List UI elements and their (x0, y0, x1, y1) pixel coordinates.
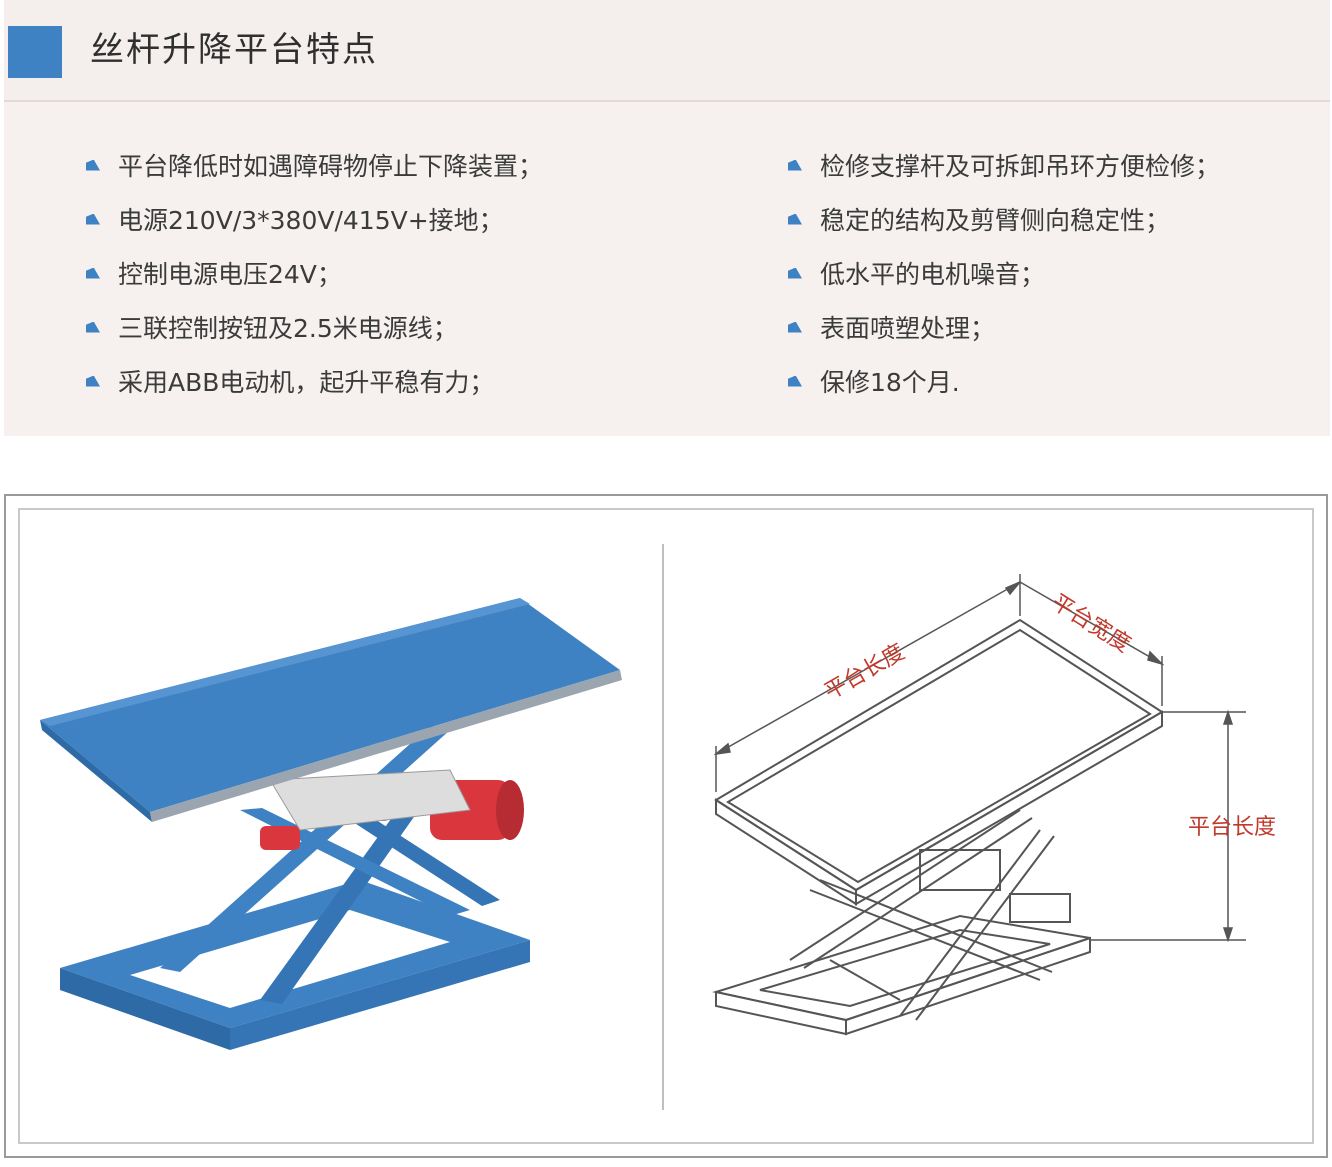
feature-item: 三联控制按钮及2.5米电源线； (86, 300, 543, 354)
bullet-icon (788, 321, 802, 333)
bullet-icon (86, 159, 100, 171)
bullet-icon (86, 375, 100, 387)
features-panel: 平台降低时如遇障碍物停止下降装置； 电源210V/3*380V/415V+接地；… (4, 102, 1330, 436)
header-accent-square (8, 26, 62, 78)
bullet-icon (788, 213, 802, 225)
bullet-icon (86, 267, 100, 279)
platform-length-label: 平台长度 (821, 640, 910, 706)
feature-item: 采用ABB电动机，起升平稳有力； (86, 354, 543, 408)
illustration-divider (662, 544, 664, 1110)
bullet-icon (788, 159, 802, 171)
bullet-icon (788, 267, 802, 279)
bullet-icon (86, 213, 100, 225)
bullet-icon (86, 321, 100, 333)
features-left-column: 平台降低时如遇障碍物停止下降装置； 电源210V/3*380V/415V+接地；… (86, 138, 543, 408)
feature-item: 低水平的电机噪音； (788, 246, 1220, 300)
feature-item: 电源210V/3*380V/415V+接地； (86, 192, 543, 246)
features-right-column: 检修支撑杆及可拆卸吊环方便检修； 稳定的结构及剪臂侧向稳定性； 低水平的电机噪音… (788, 138, 1220, 408)
platform-width-label: 平台宽度 (1047, 590, 1135, 658)
feature-item: 平台降低时如遇障碍物停止下降装置； (86, 138, 543, 192)
page-title: 丝杆升降平台特点 (90, 30, 378, 70)
feature-item: 保修18个月. (788, 354, 1220, 408)
feature-item: 控制电源电压24V； (86, 246, 543, 300)
feature-item: 表面喷塑处理； (788, 300, 1220, 354)
scissor-lift-3d-illustration (40, 598, 622, 1050)
scissor-lift-dimension-drawing: 平台长度 平台宽度 平台长度 (712, 574, 1276, 1036)
section-header: 丝杆升降平台特点 (4, 0, 1330, 102)
bullet-icon (788, 375, 802, 387)
platform-height-label: 平台长度 (1188, 815, 1276, 840)
illustration-frame-inner (18, 508, 1314, 1144)
feature-item: 检修支撑杆及可拆卸吊环方便检修； (788, 138, 1220, 192)
feature-item: 稳定的结构及剪臂侧向稳定性； (788, 192, 1220, 246)
